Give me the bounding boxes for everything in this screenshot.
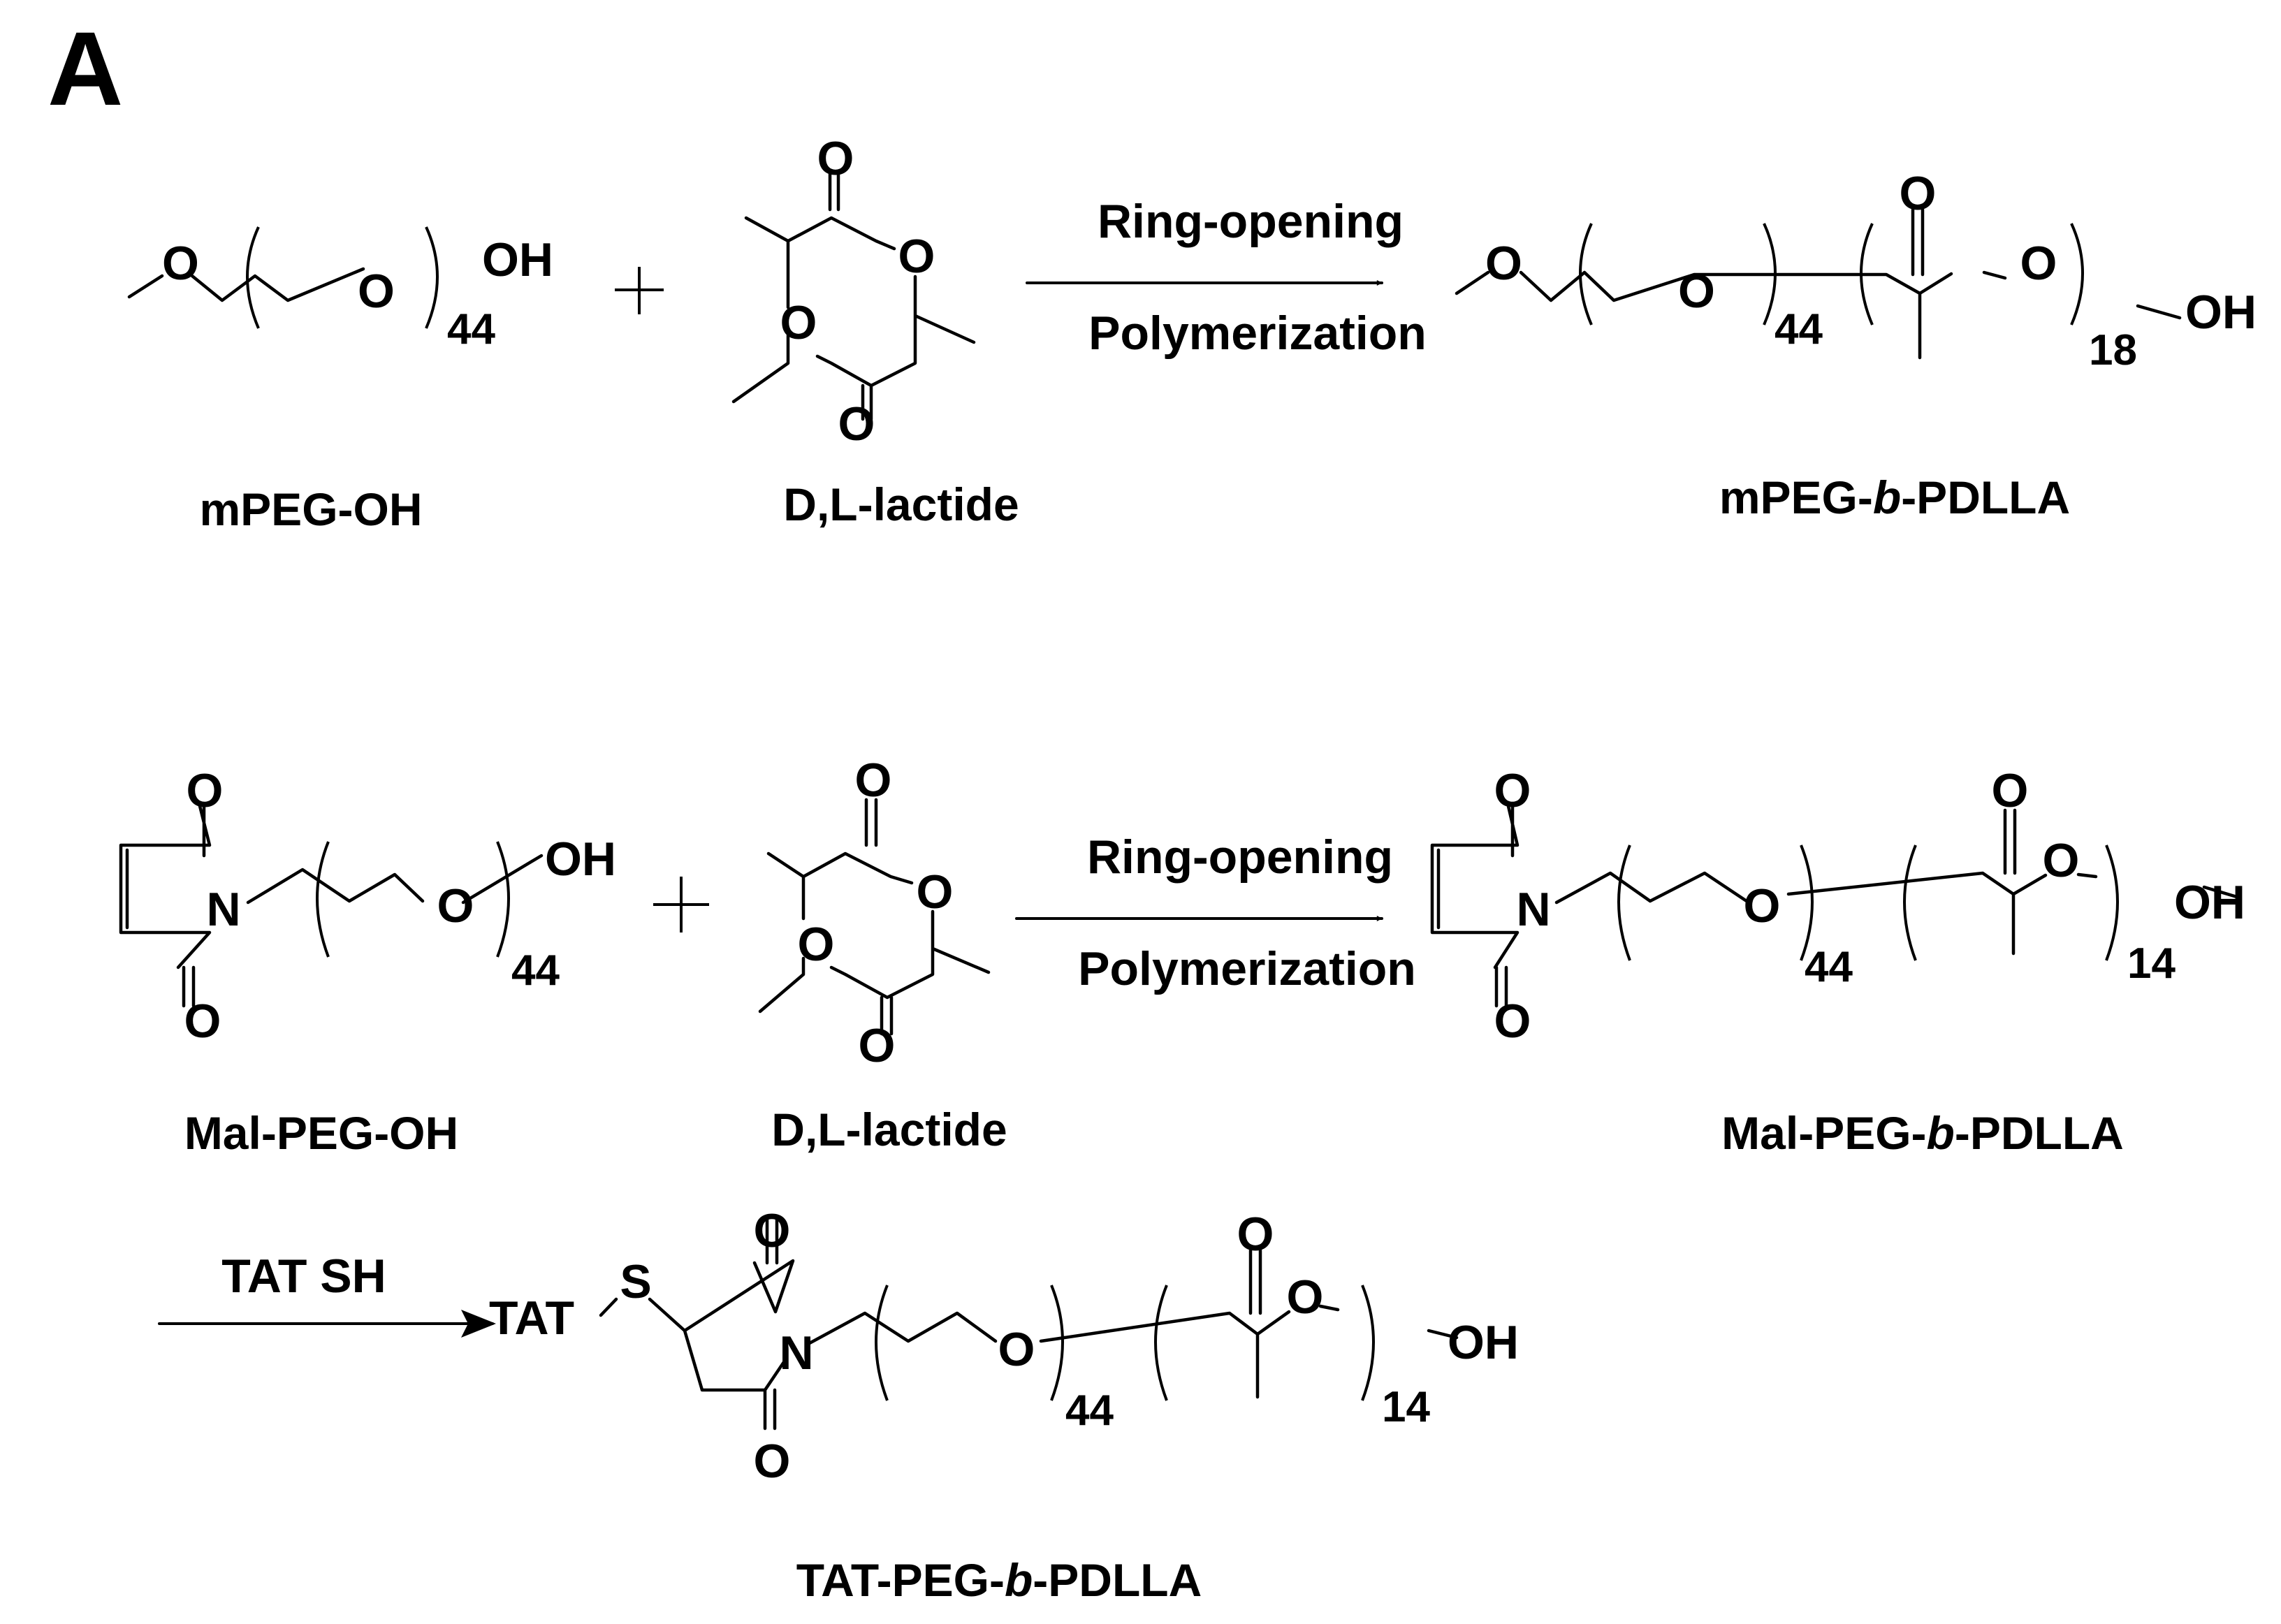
plus-sign [615,267,664,314]
arrow-label-bottom: Polymerization [1078,942,1416,995]
atom-o: O [1744,879,1781,932]
mpeg-oh-structure: O O OH 44 [127,226,553,353]
repeat-count: 44 [1065,1387,1114,1435]
repeat-count: 44 [511,946,560,995]
atom-o: O [1485,237,1522,290]
atom-o: O [1678,265,1715,318]
atom-oh: OH [1448,1316,1519,1369]
atom-o: O [838,397,875,451]
atom-o: O [754,1204,791,1257]
compound-label-lactide-1: D,L-lactide [783,478,1019,530]
repeat-count: 18 [2089,326,2137,374]
atom-s: S [620,1255,651,1308]
tat-peg-b-pdlla-structure: TAT S O N O O O O OH 44 14 [489,1204,1519,1488]
compound-label-mpeg-oh: mPEG-OH [199,483,422,535]
atom-o: O [917,865,954,919]
repeat-count: 44 [1774,305,1823,353]
atom-o: O [754,1435,791,1488]
atom-o: O [859,1019,896,1072]
atom-o: O [162,237,199,290]
atom-o: O [817,132,854,185]
atom-o: O [358,265,395,318]
atom-o: O [998,1323,1035,1376]
atom-o: O [1287,1271,1324,1324]
compound-label-lactide-2: D,L-lactide [771,1104,1007,1155]
atom-o: O [437,879,474,932]
atom-n: N [1516,883,1550,936]
compound-label-tat-peg-b-pdlla: TAT-PEG-b-PDLLA [796,1554,1202,1606]
atom-o: O [2020,237,2057,290]
atom-o: O [1992,764,2029,817]
atom-o: O [898,230,935,283]
atom-o: O [187,764,224,817]
repeat-count: 44 [1805,943,1853,991]
compound-label-mal-peg-b-pdlla: Mal-PEG-b-PDLLA [1721,1107,2124,1159]
atom-o: O [855,754,892,807]
panel-label: A [48,10,123,127]
atom-n: N [779,1326,813,1380]
arrow-label-top: Ring-opening [1098,195,1404,248]
atom-o: O [1494,995,1531,1048]
plus-sign [653,877,709,932]
lactide-structure-2: O O O O [758,754,991,1072]
atom-oh: OH [545,833,616,886]
reagent-label: TAT SH [221,1250,386,1303]
atom-oh: OH [2185,286,2257,339]
repeat-count: 14 [2127,939,2176,988]
mal-peg-oh-structure: O N O O OH 44 [119,764,616,1048]
atom-o: O [2043,834,2080,887]
atom-o: O [1494,764,1531,817]
atom-oh: OH [2174,876,2245,929]
compound-label-mal-peg-oh: Mal-PEG-OH [184,1107,458,1159]
compound-label-mpeg-b-pdlla: mPEG-b-PDLLA [1719,471,2070,523]
atom-oh: OH [482,233,553,286]
atom-o: O [1237,1208,1274,1261]
atom-o: O [780,296,817,349]
mal-peg-b-pdlla-structure: O N O O O O OH 44 14 [1430,764,2245,1048]
arrow-label-top: Ring-opening [1087,831,1393,884]
arrow-label-bottom: Polymerization [1088,307,1427,360]
repeat-count: 44 [447,305,495,353]
mpeg-b-pdlla-structure: O O O O OH 44 18 [1455,167,2257,374]
lactide-structure-1: O O O O [731,132,976,451]
atom-tat: TAT [489,1292,574,1345]
atom-o: O [798,918,835,971]
repeat-count: 14 [1382,1383,1430,1431]
atom-o: O [1900,167,1937,220]
atom-n: N [206,883,240,936]
atom-o: O [184,995,221,1048]
